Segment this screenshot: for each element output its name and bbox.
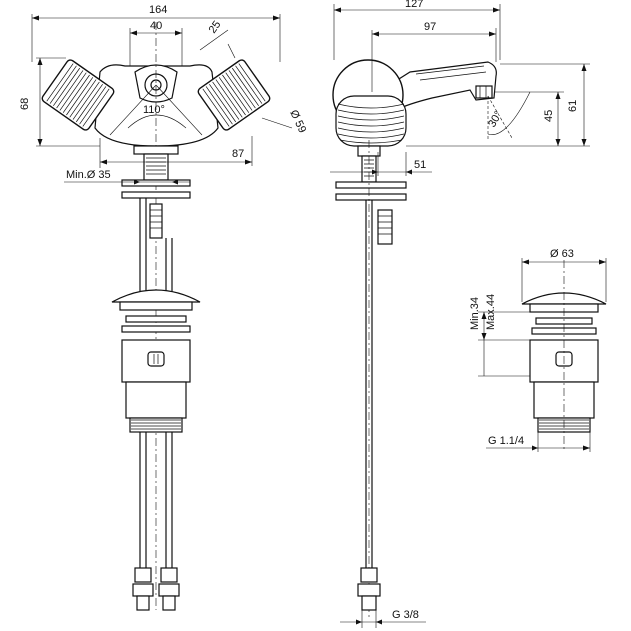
front-width-label: 164: [149, 4, 167, 16]
front-drain-cap: [111, 289, 201, 303]
drain-thread-label: G 1.1/4: [488, 435, 524, 447]
drain-thickness-min-label: Min.34: [469, 297, 481, 330]
side-spout-height-label: 45: [543, 110, 555, 122]
side-width-label: 127: [405, 0, 423, 10]
side-ribbed-body: [335, 95, 407, 147]
front-handle-diameter-label: Ø 59: [287, 108, 308, 135]
front-spout-cap: [134, 64, 178, 103]
front-offset-label: 87: [232, 148, 244, 160]
drain-view: Ø 63 Min.34 Max.44 G 1.1/4: [469, 248, 607, 452]
front-hole-label: Min.Ø 35: [66, 169, 111, 181]
right-handle: [197, 59, 271, 131]
front-height-label: 68: [19, 98, 31, 110]
front-washer-1: [121, 179, 191, 187]
side-base-label: 51: [414, 159, 426, 171]
front-spacing-label: 40: [150, 20, 162, 32]
left-handle: [41, 59, 115, 131]
front-drain-thread: [125, 381, 187, 419]
side-height-label: 61: [567, 100, 579, 112]
front-base-plate: [133, 145, 179, 155]
drain-diameter-label: Ø 63: [550, 248, 574, 260]
front-angle-label: 110°: [143, 104, 165, 116]
front-washer-2: [121, 191, 191, 199]
front-depth-label: 25: [207, 19, 224, 36]
front-nut: [149, 203, 163, 239]
side-thread-label: G 3/8: [392, 609, 419, 621]
drain-thickness-max-label: Max.44: [485, 294, 497, 330]
side-view: 127 97 61 45 30° 51 G 3/8: [330, 0, 590, 628]
front-mixer-body: [94, 64, 219, 147]
front-view: 110°: [19, 4, 308, 611]
side-angle-label: 30°: [486, 109, 505, 129]
side-spout-label: 97: [424, 21, 436, 33]
side-aerator: [475, 85, 493, 99]
